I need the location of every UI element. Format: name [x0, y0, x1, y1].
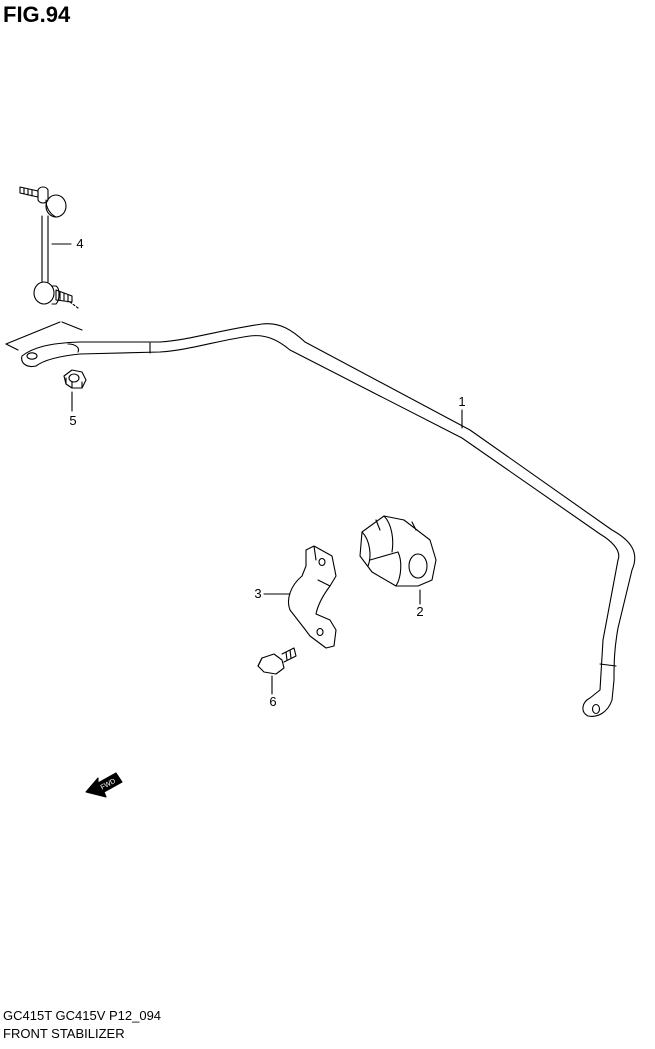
- callout-1: 1: [458, 394, 465, 409]
- footer-section-name: FRONT STABILIZER: [3, 1026, 125, 1041]
- figure-title: FIG.94: [3, 2, 71, 27]
- stabilizer-bushing[interactable]: [359, 515, 437, 587]
- callout-5: 5: [69, 413, 76, 428]
- leader-lines: [51, 243, 463, 695]
- callout-4: 4: [76, 236, 83, 251]
- callout-6: 6: [269, 694, 276, 709]
- callout-3: 3: [254, 586, 261, 601]
- stabilizer-link[interactable]: [19, 186, 79, 309]
- stabilizer-bracket[interactable]: [287, 545, 337, 649]
- callout-2: 2: [416, 604, 423, 619]
- bracket-bolt[interactable]: [257, 647, 297, 675]
- forward-direction-arrow-icon: [85, 772, 123, 798]
- footer-model-line: GC415T GC415V P12_094: [3, 1008, 162, 1023]
- link-nut[interactable]: [63, 369, 87, 389]
- stabilizer-bar[interactable]: [5, 321, 636, 717]
